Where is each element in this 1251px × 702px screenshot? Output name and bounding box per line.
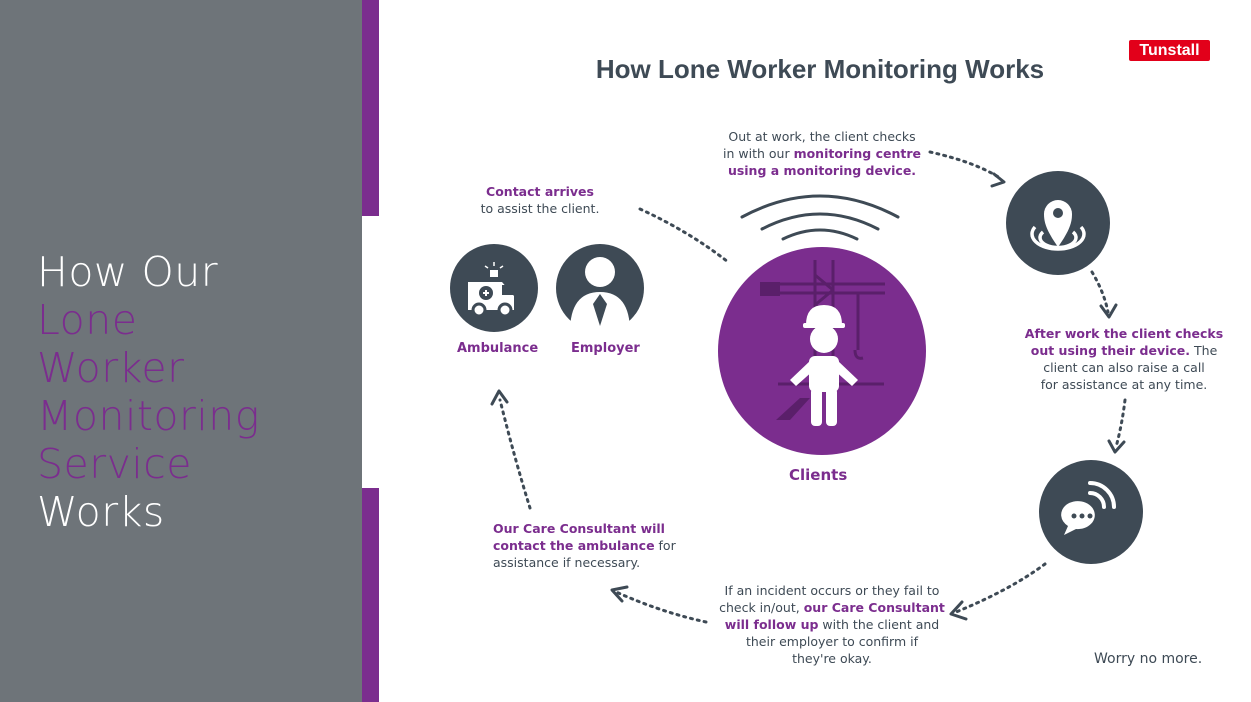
step-text-line: will follow up with the client and — [712, 616, 952, 633]
step-text-line: contact the ambulance for — [493, 537, 693, 554]
step-text-highlight: Our Care Consultant will — [493, 521, 665, 536]
slide-title-line: How Our — [37, 248, 219, 296]
arrow-checkin-to-location — [928, 150, 1002, 180]
arrow-followup-to-ambulance-call — [612, 589, 708, 624]
left-panel — [0, 0, 362, 702]
step-checkout-text: After work the client checks out using t… — [1020, 325, 1228, 393]
accent-bar-bottom — [362, 488, 379, 702]
step-ambulance-call-text: Our Care Consultant will contact the amb… — [493, 520, 693, 571]
slide-title-line: Worker — [37, 344, 185, 392]
arrow-ambulance-call-to-ambulance — [498, 398, 532, 510]
slide-title-line: Lone — [37, 296, 138, 344]
step-text-highlight: contact the ambulance — [493, 538, 655, 553]
arrowhead — [990, 172, 1006, 188]
employer-label: Employer — [571, 341, 640, 356]
step-text-highlight: After work the client checks — [1024, 326, 1224, 341]
step-text-line: check in/out, our Care Consultant — [712, 599, 952, 616]
slide-title-line: Works — [37, 488, 165, 536]
step-text-plain: check in/out, — [719, 600, 804, 615]
signal-waves-icon — [740, 194, 900, 241]
step-text-plain: The — [1190, 343, 1218, 358]
arrowhead — [1099, 303, 1118, 319]
ambulance-icon — [468, 262, 514, 318]
step-text-line: to assist the client. — [480, 201, 600, 216]
step-text-plain: with the client and — [818, 617, 940, 632]
step-text-line: in with our monitoring centre — [711, 145, 933, 162]
arrow-location-to-checkout — [1090, 270, 1110, 314]
arrowhead — [490, 389, 509, 406]
accent-bar-top — [362, 0, 379, 216]
location-pin-icon — [1030, 200, 1086, 251]
step-text-line: their employer to confirm if — [745, 634, 918, 649]
step-text-highlight: our Care Consultant — [803, 600, 945, 615]
step-text-line: Out at work, the client checks — [728, 129, 916, 144]
tagline: Worry no more. — [1094, 651, 1203, 667]
construction-worker-icon — [760, 260, 885, 426]
arrow-checkout-to-chat — [1114, 398, 1127, 449]
step-text-highlight: will follow up — [724, 617, 819, 632]
arrowhead — [949, 600, 968, 621]
step-text-line: If an incident occurs or they fail to — [724, 583, 940, 598]
slide-title-line: Service — [37, 440, 193, 488]
step-text-line: out using their device. The — [1020, 342, 1228, 359]
arrow-contact-to-client — [638, 207, 730, 264]
arrowhead — [610, 585, 629, 603]
step-text-highlight: using a monitoring device. — [727, 163, 917, 178]
step-text-line: they're okay. — [792, 651, 872, 666]
step-followup-text: If an incident occurs or they fail to ch… — [712, 582, 952, 667]
step-checkin-text: Out at work, the client checks in with o… — [711, 128, 933, 179]
clients-label: Clients — [789, 466, 848, 484]
step-text-line: for assistance at any time. — [1040, 377, 1208, 392]
page-title: How Lone Worker Monitoring Works — [595, 54, 1045, 84]
step-text-line: assistance if necessary. — [493, 555, 641, 570]
step-text-plain: in with our — [723, 146, 794, 161]
step-text-highlight: Contact arrives — [486, 184, 594, 199]
employer-icon — [570, 257, 630, 332]
step-text-plain: for — [654, 538, 676, 553]
slide-title-line: Monitoring — [37, 392, 260, 440]
chat-signal-icon — [1061, 481, 1116, 535]
step-text-highlight: monitoring centre — [793, 146, 921, 161]
step-text-highlight: out using their device. — [1030, 343, 1191, 358]
arrowhead — [1107, 439, 1126, 454]
step-text-line: client can also raise a call — [1043, 360, 1205, 375]
arrow-chat-to-followup — [954, 562, 1047, 614]
step-contact-text: Contact arrives to assist the client. — [458, 183, 622, 217]
slide-title: How Our Lone Worker Monitoring Service W… — [37, 248, 260, 536]
ambulance-label: Ambulance — [457, 341, 539, 356]
brand-logo: Tunstall — [1129, 40, 1210, 61]
